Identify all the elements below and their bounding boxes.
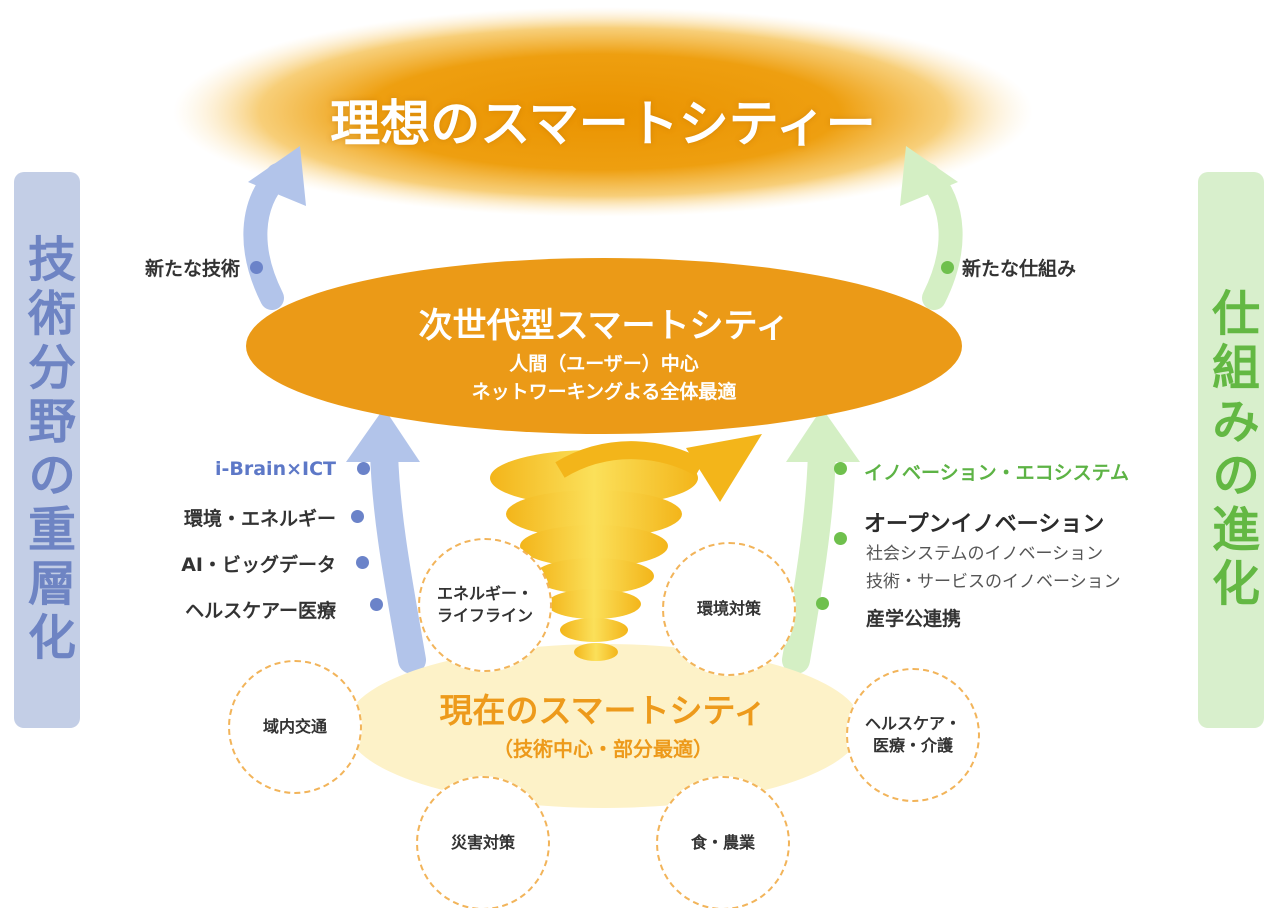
tech-service-innovation-label: 技術・サービスのイノベーション (866, 572, 1121, 592)
open-innovation-label: オープンイノベーション (864, 512, 1105, 537)
left-item-dot-1 (357, 462, 370, 475)
new-mechanism-dot (941, 261, 954, 274)
left-item-healthcare: ヘルスケアー医療 (185, 600, 336, 622)
current-city-subtitle: （技術中心・部分最適） (493, 737, 713, 761)
next-gen-city-title: 次世代型スマートシティ (418, 306, 790, 346)
industry-academia-label: 産学公連携 (866, 608, 962, 630)
left-item-dot-2 (351, 510, 364, 523)
left-item-ai-bigdata: AI・ビッグデータ (181, 554, 336, 576)
domain-circle-environment: 環境対策 (662, 542, 796, 676)
left-item-dot-4 (370, 598, 383, 611)
left-banner-technology: 技術分野の重層化 (14, 172, 80, 728)
right-banner-mechanism: 仕組みの進化 (1198, 172, 1264, 728)
social-system-innovation-label: 社会システムのイノベーション (866, 544, 1104, 564)
blue-arrowhead-lower (346, 408, 420, 462)
blue-arrowhead-upper (248, 146, 306, 206)
current-city-title: 現在のスマートシティ (439, 691, 767, 730)
domain-circle-healthcare: ヘルスケア・ 医療・介護 (846, 668, 980, 802)
left-item-ibrain: i-Brain×ICT (214, 458, 336, 480)
left-item-energy: 環境・エネルギー (183, 508, 336, 530)
domain-circle-energy: エネルギー・ ライフライン (418, 538, 552, 672)
ideal-city-glow (173, 7, 1033, 217)
green-arrow-upper (916, 163, 963, 310)
right-item-dot-3 (816, 597, 829, 610)
new-mechanism-label: 新たな仕組み (962, 258, 1077, 280)
new-technology-dot (250, 261, 263, 274)
green-arrowhead-upper (900, 146, 958, 206)
ideal-city-title: 理想のスマートシティー (330, 95, 876, 153)
innovation-ecosystem-label: イノベーション・エコシステム (864, 462, 1130, 484)
domain-circle-disaster: 災害対策 (416, 776, 550, 908)
new-technology-label: 新たな技術 (144, 258, 240, 280)
domain-circle-food-agriculture: 食・農業 (656, 776, 790, 908)
green-arrowhead-lower (786, 408, 860, 462)
next-gen-city-line2: ネットワーキングよる全体最適 (471, 381, 737, 403)
blue-arrow-upper (243, 163, 290, 310)
right-item-dot-1 (834, 462, 847, 475)
next-gen-city-ellipse (246, 258, 962, 434)
left-item-dot-3 (356, 556, 369, 569)
left-banner-text: 技術分野の重層化 (19, 234, 75, 666)
right-banner-text: 仕組みの進化 (1203, 288, 1259, 612)
domain-circle-transport: 域内交通 (228, 660, 362, 794)
blue-arrow-lower (370, 438, 426, 674)
tornado-graphic (490, 434, 762, 661)
current-city-ellipse (346, 644, 862, 808)
right-item-dot-2 (834, 532, 847, 545)
green-arrow-lower (782, 438, 836, 674)
next-gen-city-line1: 人間（ユーザー）中心 (509, 353, 699, 375)
